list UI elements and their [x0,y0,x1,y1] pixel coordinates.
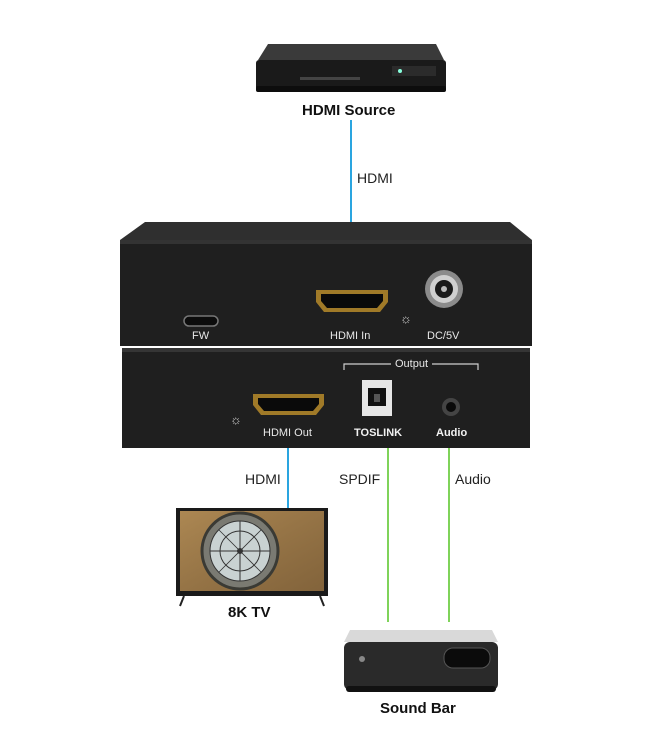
hdmi-out-label: HDMI Out [263,427,312,439]
dc-label: DC/5V [427,330,460,342]
output-label: Output [391,358,433,370]
audio-jack [442,398,460,416]
converter-top-unit [120,222,532,346]
soundbar-device [344,630,498,692]
tv-label: 8K TV [228,604,271,621]
hdmi-source-device [256,44,446,92]
spdif-wire-label: SPDIF [339,471,381,487]
fw-label: FW [192,330,210,342]
tv-device [176,508,328,607]
hdmi-out-wire-label: HDMI [245,471,281,487]
hdmi-source-label: HDMI Source [302,102,396,119]
fw-port [183,315,219,327]
audio-wire-label: Audio [455,471,491,487]
hdmi-out-port [253,394,324,415]
settings-icon-out: ☼ [230,412,242,427]
soundbar-label: Sound Bar [380,700,456,717]
hdmi-in-port [316,290,388,312]
hdmi-in-wire-label: HDMI [357,170,393,186]
settings-icon: ☼ [400,311,412,326]
converter-bottom-unit [122,348,530,448]
toslink-label: TOSLINK [354,427,403,439]
dc-power-jack [425,270,463,308]
hdmi-in-label: HDMI In [330,330,371,342]
audio-port-label: Audio [436,427,468,439]
toslink-port [362,380,392,416]
